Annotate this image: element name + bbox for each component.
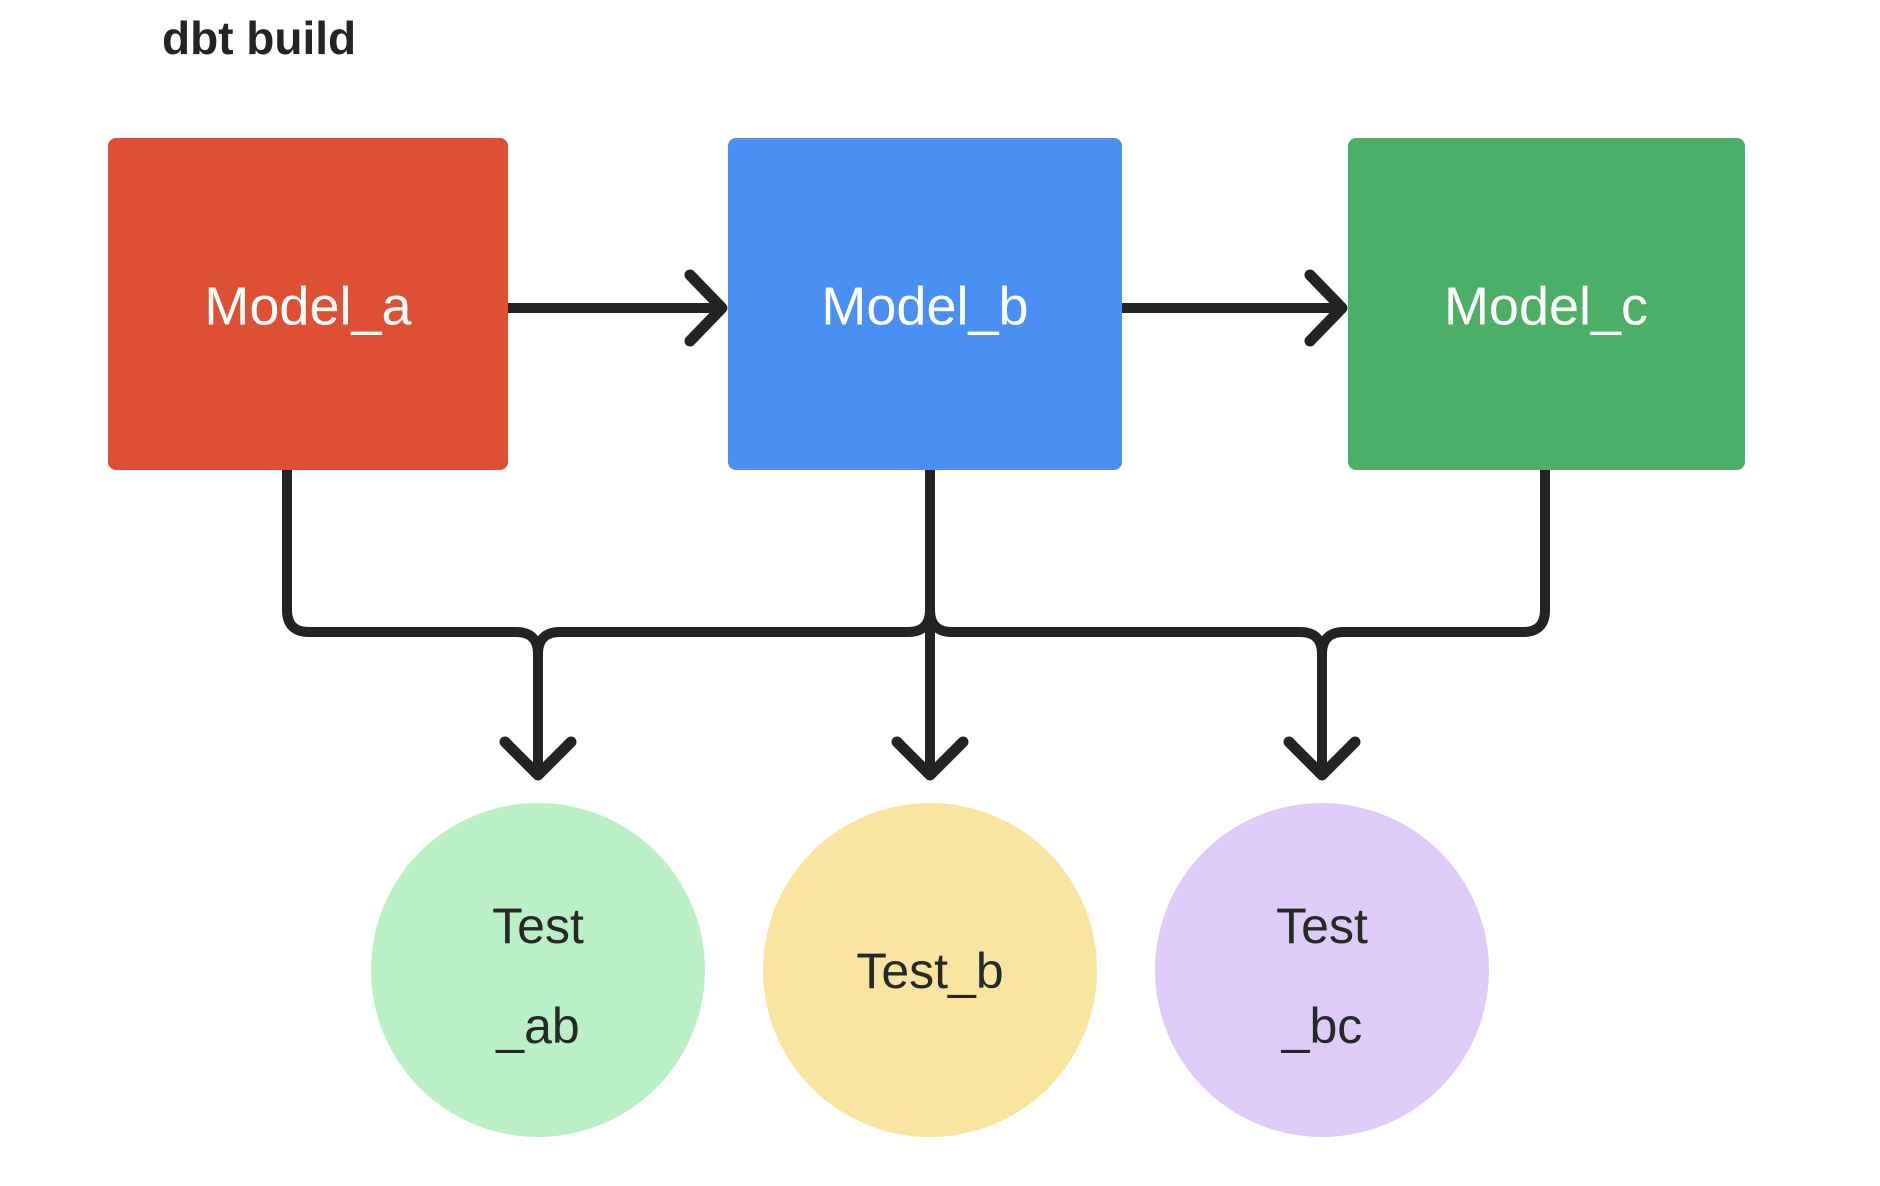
test-bc-label-line1: Test bbox=[1276, 898, 1368, 954]
model-b-shape[interactable] bbox=[728, 138, 1122, 470]
test-b-shape[interactable] bbox=[763, 803, 1097, 1137]
edge-model-c-to-test-bc bbox=[1317, 465, 1550, 659]
arrowhead-icon bbox=[684, 269, 728, 347]
edge-line bbox=[925, 465, 1327, 770]
model-c-label: Model_c bbox=[1444, 276, 1648, 336]
arrowhead-icon bbox=[1283, 736, 1361, 781]
arrowhead-icon bbox=[1304, 269, 1348, 347]
model-a-shape[interactable] bbox=[108, 138, 508, 470]
model-c-shape[interactable] bbox=[1348, 138, 1745, 470]
arrowhead-icon bbox=[891, 736, 969, 781]
test-ab-label-line1: Test bbox=[492, 898, 584, 954]
node-model-b[interactable]: Model_b bbox=[728, 138, 1122, 470]
page-title: dbt build bbox=[162, 12, 356, 64]
edge-model-b-to-test-bc bbox=[925, 465, 1361, 781]
test-ab-shape[interactable] bbox=[371, 803, 705, 1137]
edge-line bbox=[1317, 465, 1550, 659]
node-model-a[interactable]: Model_a bbox=[108, 138, 508, 470]
node-test-b[interactable]: Test_b bbox=[763, 803, 1097, 1137]
node-model-c[interactable]: Model_c bbox=[1348, 138, 1745, 470]
edge-model-b-to-model-c bbox=[1117, 269, 1348, 347]
arrowhead-icon bbox=[499, 736, 577, 781]
node-test-bc[interactable]: Test _bc bbox=[1155, 803, 1489, 1137]
test-bc-label-line2: _bc bbox=[1281, 998, 1363, 1054]
edge-model-a-to-test-ab bbox=[282, 465, 577, 781]
edge-line bbox=[282, 465, 543, 770]
edge-line bbox=[533, 465, 935, 659]
edge-model-a-to-model-b bbox=[503, 269, 728, 347]
edge-model-b-to-test-ab bbox=[533, 465, 935, 659]
model-b-label: Model_b bbox=[821, 276, 1028, 336]
model-a-label: Model_a bbox=[204, 276, 412, 336]
test-b-label-line1: Test_b bbox=[856, 943, 1003, 999]
test-ab-label-line2: _ab bbox=[495, 998, 579, 1054]
node-test-ab[interactable]: Test _ab bbox=[371, 803, 705, 1137]
test-bc-shape[interactable] bbox=[1155, 803, 1489, 1137]
